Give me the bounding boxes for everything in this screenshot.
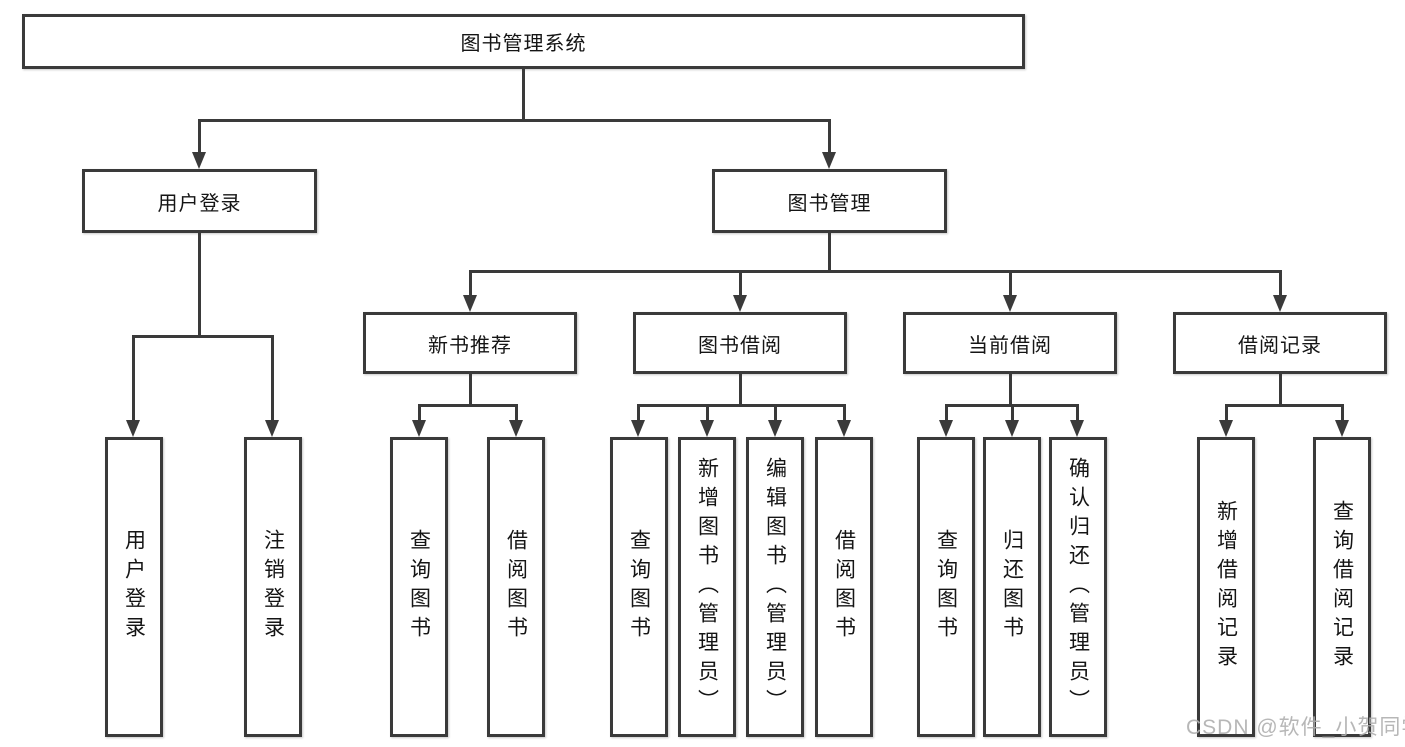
arrowhead-icon <box>1005 420 1019 437</box>
connector-line <box>1225 404 1343 407</box>
leaf-add-books-admin: 新增图书（管理员） <box>678 437 736 737</box>
connector-line <box>418 404 518 407</box>
arrowhead-icon <box>412 420 426 437</box>
arrowhead-icon <box>837 420 851 437</box>
connector-line <box>1341 404 1344 422</box>
node-label: 查询图书 <box>407 529 431 645</box>
node-label: 查询借阅记录 <box>1330 500 1354 674</box>
connector-line <box>828 119 831 155</box>
node-new-book-recommend: 新书推荐 <box>363 312 577 374</box>
connector-line <box>1279 270 1282 298</box>
connector-line <box>469 374 472 407</box>
node-label: 确认归还（管理员） <box>1066 456 1090 718</box>
node-label: 新增图书（管理员） <box>695 456 719 718</box>
leaf-return-books: 归还图书 <box>983 437 1041 737</box>
node-label: 注销登录 <box>261 529 285 645</box>
arrowhead-icon <box>509 420 523 437</box>
arrowhead-icon <box>822 152 836 169</box>
connector-line <box>637 404 640 422</box>
node-label: 借阅图书 <box>832 529 856 645</box>
connector-line <box>198 233 201 338</box>
leaf-query-books-current: 查询图书 <box>917 437 975 737</box>
csdn-watermark: CSDN @软件_小贺同学 <box>1186 716 1405 739</box>
arrowhead-icon <box>1335 420 1349 437</box>
connector-line <box>1009 270 1012 298</box>
arrowhead-icon <box>1003 295 1017 312</box>
arrowhead-icon <box>700 420 714 437</box>
arrowhead-icon <box>1273 295 1287 312</box>
arrowhead-icon <box>463 295 477 312</box>
connector-line <box>515 404 518 422</box>
leaf-query-books-recommend: 查询图书 <box>390 437 448 737</box>
arrowhead-icon <box>939 420 953 437</box>
node-label: 编辑图书（管理员） <box>763 456 787 718</box>
node-label: 查询图书 <box>627 529 651 645</box>
connector-line <box>418 404 421 422</box>
arrowhead-icon <box>631 420 645 437</box>
arrowhead-icon <box>768 420 782 437</box>
connector-line <box>1225 404 1228 422</box>
node-label: 借阅记录 <box>1238 334 1322 357</box>
leaf-borrow-books-recommend: 借阅图书 <box>487 437 545 737</box>
node-book-borrowing: 图书借阅 <box>633 312 847 374</box>
arrowhead-icon <box>1070 420 1084 437</box>
node-label: 查询图书 <box>934 529 958 645</box>
node-label: 归还图书 <box>1000 529 1024 645</box>
node-label: 图书借阅 <box>698 334 782 357</box>
arrowhead-icon <box>265 420 279 437</box>
connector-line <box>1011 404 1014 422</box>
connector-line <box>522 69 525 122</box>
arrowhead-icon <box>192 152 206 169</box>
node-user-login: 用户登录 <box>82 169 317 233</box>
node-label: 借阅图书 <box>504 529 528 645</box>
connector-line <box>271 335 274 423</box>
leaf-edit-books-admin: 编辑图书（管理员） <box>746 437 804 737</box>
connector-line <box>843 404 846 422</box>
connector-line <box>637 404 844 407</box>
node-label: 用户登录 <box>122 529 146 645</box>
connector-line <box>1279 374 1282 407</box>
connector-line <box>132 335 135 423</box>
connector-line <box>706 404 709 422</box>
connector-line <box>469 270 472 298</box>
node-root: 图书管理系统 <box>22 14 1025 69</box>
connector-line <box>198 119 831 122</box>
connector-line <box>739 374 742 407</box>
arrowhead-icon <box>1219 420 1233 437</box>
leaf-logout-login: 注销登录 <box>244 437 302 737</box>
leaf-borrow-books-borrowing: 借阅图书 <box>815 437 873 737</box>
node-label: 当前借阅 <box>968 334 1052 357</box>
connector-line <box>1009 374 1012 407</box>
connector-line <box>469 270 1282 273</box>
connector-line <box>1076 404 1079 422</box>
leaf-confirm-return-admin: 确认归还（管理员） <box>1049 437 1107 737</box>
node-label: 用户登录 <box>157 192 242 215</box>
node-label: 图书管理 <box>787 192 872 215</box>
leaf-add-borrow-record: 新增借阅记录 <box>1197 437 1255 737</box>
arrowhead-icon <box>733 295 747 312</box>
connector-line <box>945 404 948 422</box>
node-label: 新书推荐 <box>428 334 512 357</box>
node-label: 新增借阅记录 <box>1214 500 1238 674</box>
leaf-user-login: 用户登录 <box>105 437 163 737</box>
node-current-borrowing: 当前借阅 <box>903 312 1117 374</box>
connector-line <box>774 404 777 422</box>
connector-line <box>132 335 273 338</box>
connector-line <box>198 119 201 155</box>
leaf-query-books-borrowing: 查询图书 <box>610 437 668 737</box>
node-borrowing-records: 借阅记录 <box>1173 312 1387 374</box>
node-label: 图书管理系统 <box>460 33 587 55</box>
connector-line <box>739 270 742 298</box>
node-book-management: 图书管理 <box>712 169 947 233</box>
leaf-query-borrow-record: 查询借阅记录 <box>1313 437 1371 737</box>
connector-line <box>828 233 831 273</box>
arrowhead-icon <box>126 420 140 437</box>
